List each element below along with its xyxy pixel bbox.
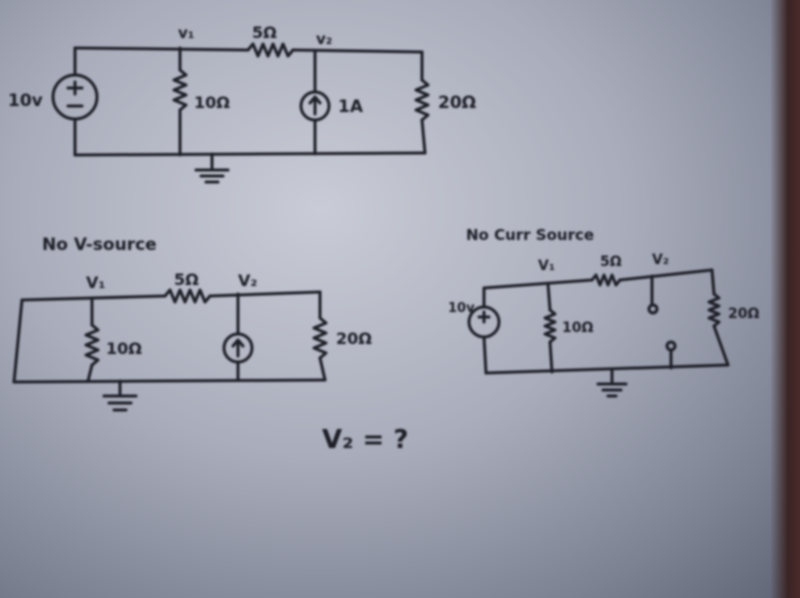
c1-ground-icon: [194, 152, 230, 184]
c1-current-arrow-icon: [308, 95, 322, 116]
c2-top-resistor-label: 5Ω: [174, 270, 199, 289]
c1-right-resistor: [414, 78, 430, 122]
c2-bottom-wire: [12, 378, 327, 384]
c3-right-wire-top: [710, 268, 716, 296]
c3-shunt-resistor-label: 10Ω: [562, 320, 593, 336]
c2-top-wire-right: [208, 290, 322, 298]
c2-title: No V-source: [42, 235, 157, 255]
c2-top-resistor: [163, 288, 212, 304]
c3-top-wire-left: [482, 278, 594, 290]
c3-node1-label: V₁: [538, 258, 555, 274]
c1-top-wire-left: [73, 46, 250, 52]
c3-open-terminal-bottom-icon: [665, 340, 677, 352]
c1-current-source-label: 1A: [338, 97, 364, 117]
c3-top-resistor-label: 5Ω: [600, 254, 622, 270]
c2-right-resistor: [312, 316, 328, 360]
c3-node2-label: V₂: [652, 252, 669, 268]
c2-node2-label: V₂: [238, 271, 257, 290]
c2-right-wire-bottom: [318, 356, 327, 382]
c1-right-resistor-label: 20Ω: [438, 93, 476, 113]
circuit-2: No V-source V₁ V₂ 5Ω 1: [12, 235, 372, 412]
c3-shunt-wire-top: [546, 282, 552, 312]
c3-open-terminal-top-icon: [647, 303, 659, 315]
c2-current-arrow-icon: [231, 338, 245, 358]
c3-source-label: 10v: [448, 301, 475, 316]
c3-top-wire-right: [618, 268, 714, 282]
c2-short-wire: [12, 298, 24, 384]
c3-shunt-wire-bottom: [548, 340, 554, 374]
circuit-1: 10v v₁ v₂ 5Ω 10Ω 1A 20Ω: [8, 23, 476, 184]
question-text: V₂ = ?: [322, 425, 408, 455]
c2-ground-icon: [102, 379, 138, 412]
c1-source-label: 10v: [8, 91, 43, 111]
c1-shunt-resistor: [172, 68, 188, 112]
c2-shunt-resistor-label: 10Ω: [106, 339, 142, 358]
c1-top-wire-right: [291, 48, 424, 54]
c3-right-resistor: [707, 292, 721, 328]
c3-right-wire-bottom: [712, 324, 730, 367]
c1-source-plus-icon: [66, 80, 84, 96]
c1-top-resistor: [246, 42, 295, 58]
c1-node1-label: v₁: [178, 24, 194, 42]
paper-edge: [770, 0, 800, 598]
c3-right-resistor-label: 20Ω: [728, 306, 759, 322]
c3-top-resistor: [590, 273, 622, 287]
c2-right-resistor-label: 20Ω: [336, 329, 372, 348]
c2-node1-label: V₁: [86, 273, 105, 292]
c1-top-resistor-label: 5Ω: [252, 23, 277, 42]
c3-source-wire-bottom: [482, 335, 488, 375]
c3-shunt-resistor: [543, 308, 557, 344]
c1-shunt-resistor-label: 10Ω: [194, 93, 230, 112]
circuit-3: No Curr Source: [448, 226, 759, 398]
c2-shunt-resistor: [84, 323, 100, 367]
c1-bottom-wire: [73, 151, 427, 157]
c3-ground-icon: [596, 368, 628, 398]
c3-title: No Curr Source: [466, 226, 594, 244]
c3-source-plus-icon: [477, 310, 491, 324]
c3-bottom-wire: [484, 363, 730, 375]
c2-shunt-wire-bottom: [86, 363, 94, 383]
c1-node2-label: v₂: [316, 30, 332, 48]
c1-right-wire-bottom: [420, 118, 427, 155]
